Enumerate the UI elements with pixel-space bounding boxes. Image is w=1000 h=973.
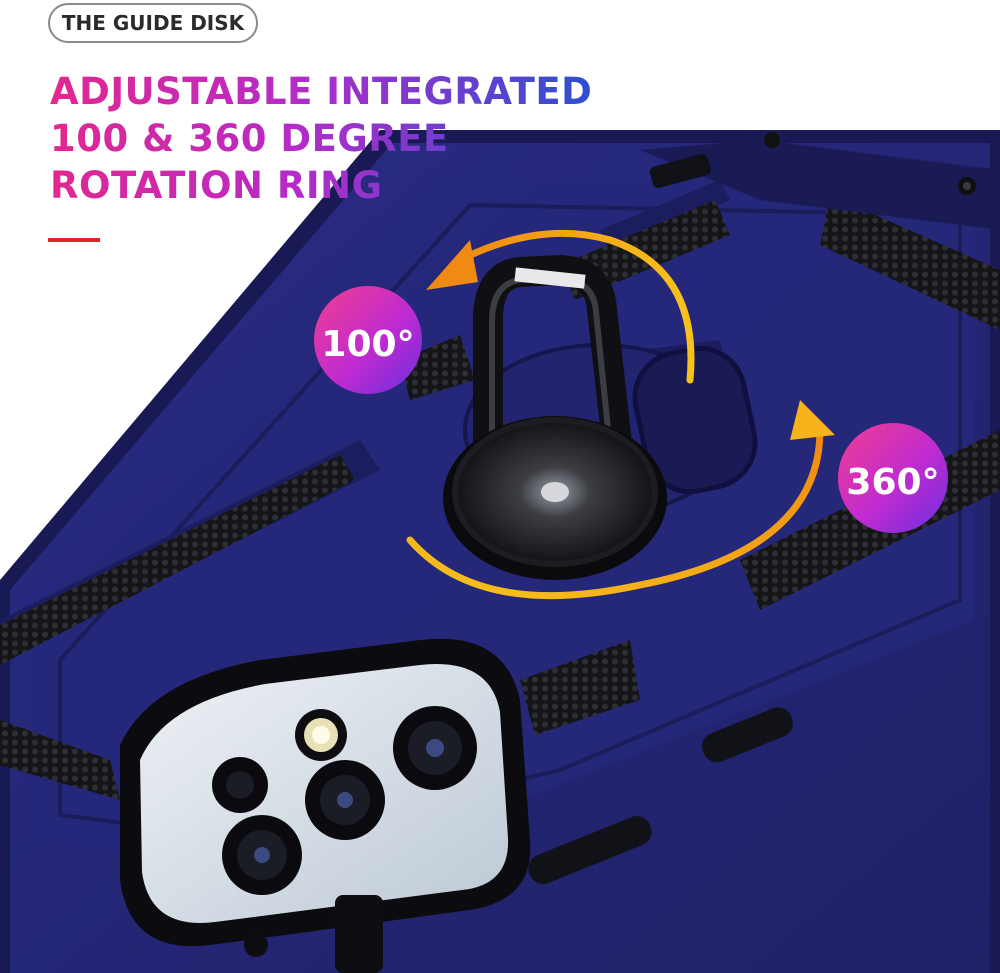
guide-disk-tag: THE GUIDE DISK bbox=[48, 3, 258, 43]
badge-360-degree: 360° bbox=[838, 423, 948, 533]
lens-main bbox=[393, 706, 477, 790]
badge-100-label: 100° bbox=[321, 324, 414, 365]
lens-macro bbox=[212, 757, 268, 813]
lens-wide bbox=[222, 815, 302, 895]
accent-rule bbox=[48, 238, 100, 242]
badge-360-label: 360° bbox=[846, 462, 939, 503]
camera-module bbox=[120, 638, 531, 947]
rotation-disc bbox=[443, 416, 667, 580]
badge-100-degree: 100° bbox=[314, 286, 422, 394]
lanyard-slot bbox=[335, 895, 383, 973]
headline-line-2: 100 & 360 DEGREE bbox=[50, 115, 592, 162]
headline-line-3: ROTATION RING bbox=[50, 162, 592, 209]
rotation-ring bbox=[473, 255, 635, 490]
arrow-360-degree bbox=[406, 400, 835, 600]
arrow-100-degree bbox=[426, 229, 695, 384]
headline-line-1: ADJUSTABLE INTEGRATED bbox=[50, 70, 593, 113]
camera-flash bbox=[295, 709, 347, 761]
headline: ADJUSTABLE INTEGRATED 100 & 360 DEGREE R… bbox=[50, 68, 592, 209]
lens-secondary bbox=[305, 760, 385, 840]
